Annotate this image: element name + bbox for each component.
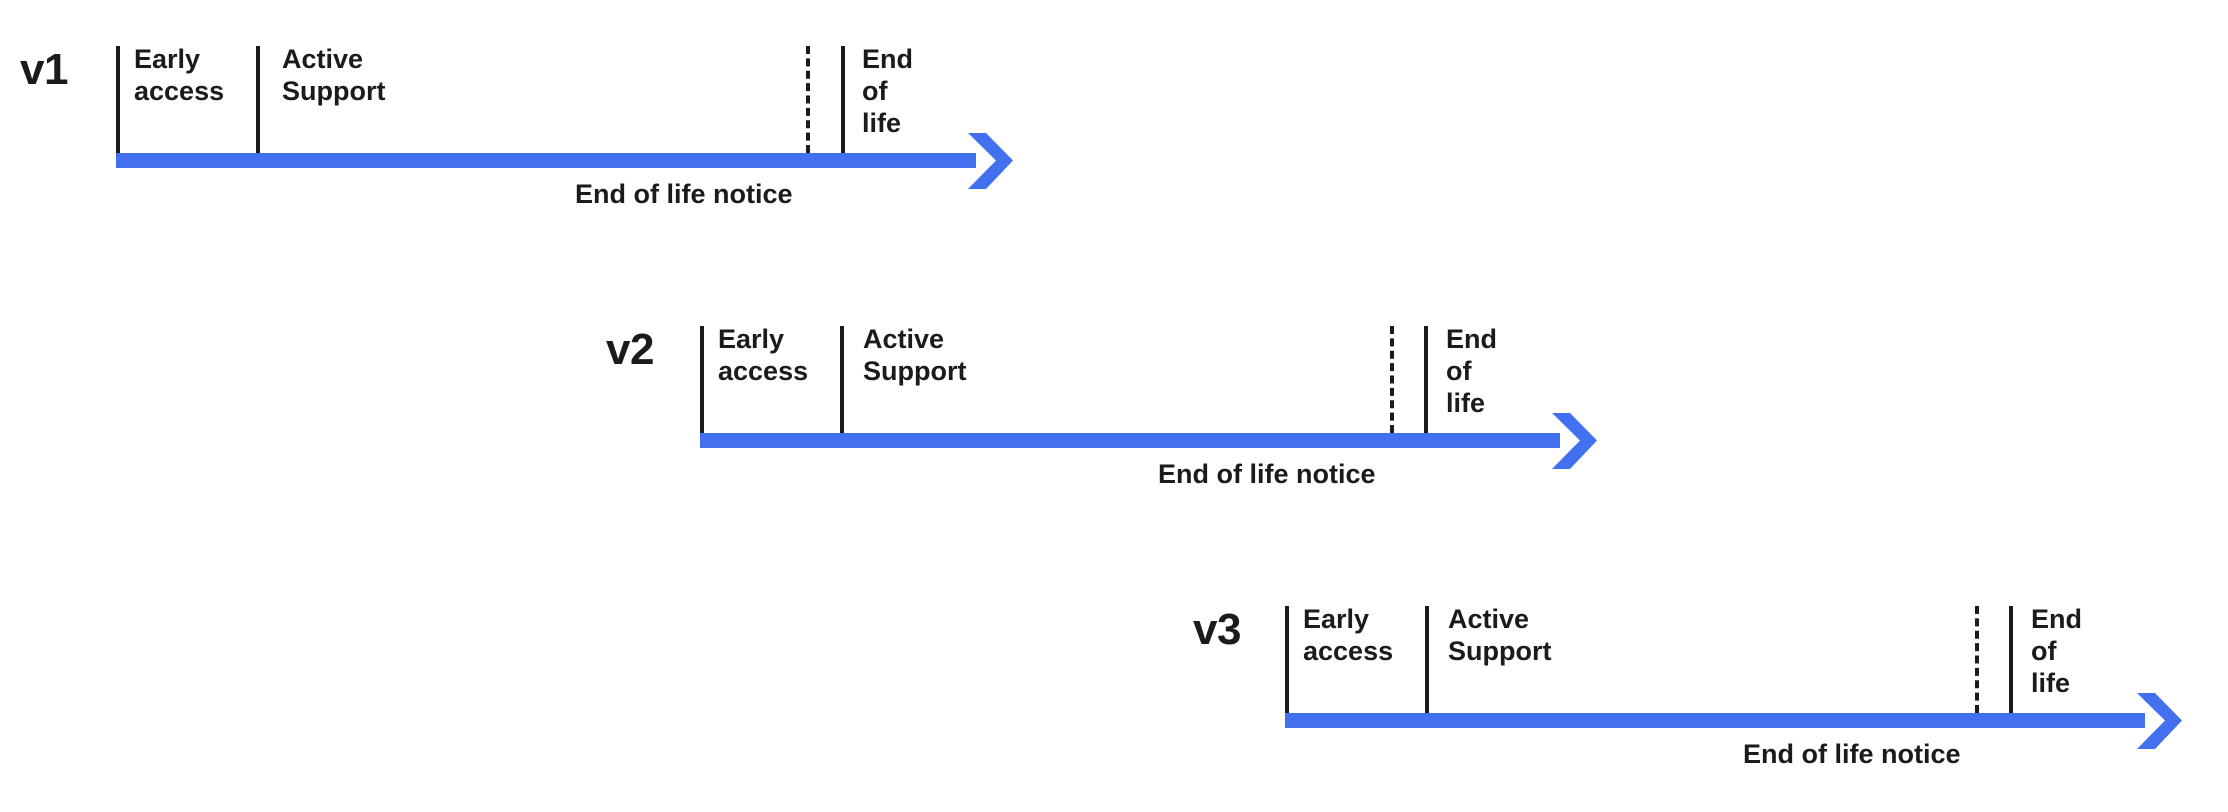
version-label-v2: v2 (606, 325, 654, 374)
divider-end-of-life-start-v3 (2009, 606, 2013, 713)
notice-label-v2: End of life notice (1158, 459, 1376, 489)
lifecycle-track-v1 (116, 153, 976, 168)
phase-label-early-access-v2: Early access (718, 324, 809, 386)
version-label-v1: v1 (20, 45, 68, 94)
notice-label-v3: End of life notice (1743, 739, 1961, 769)
phase-label-active-support-v1: Active Support (282, 44, 386, 106)
divider-active-support-start-v3 (1425, 606, 1429, 713)
divider-active-support-start-v2 (840, 326, 844, 433)
divider-end-of-life-notice-marker-v2 (1390, 326, 1394, 433)
phase-label-early-access-v1: Early access (134, 44, 225, 106)
divider-end-of-life-start-v2 (1424, 326, 1428, 433)
divider-active-support-start-v1 (256, 46, 260, 153)
phase-label-end-of-life-v2: End of life (1446, 324, 1497, 418)
phase-label-active-support-v2: Active Support (863, 324, 967, 386)
lifecycle-track-v3 (1285, 713, 2145, 728)
phase-label-active-support-v3: Active Support (1448, 604, 1552, 666)
notice-label-v1: End of life notice (575, 179, 793, 209)
divider-end-of-life-notice-marker-v1 (806, 46, 810, 153)
phase-label-early-access-v3: Early access (1303, 604, 1394, 666)
divider-early-access-start-v1 (116, 46, 120, 153)
divider-early-access-start-v2 (700, 326, 704, 433)
arrow-head-icon-v1 (960, 133, 1020, 189)
version-label-v3: v3 (1193, 605, 1241, 654)
lifecycle-track-v2 (700, 433, 1560, 448)
arrow-head-icon-v3 (2129, 693, 2189, 749)
arrow-head-icon-v2 (1544, 413, 1604, 469)
divider-early-access-start-v3 (1285, 606, 1289, 713)
divider-end-of-life-notice-marker-v3 (1975, 606, 1979, 713)
divider-end-of-life-start-v1 (841, 46, 845, 153)
phase-label-end-of-life-v1: End of life (862, 44, 913, 138)
phase-label-end-of-life-v3: End of life (2031, 604, 2082, 698)
